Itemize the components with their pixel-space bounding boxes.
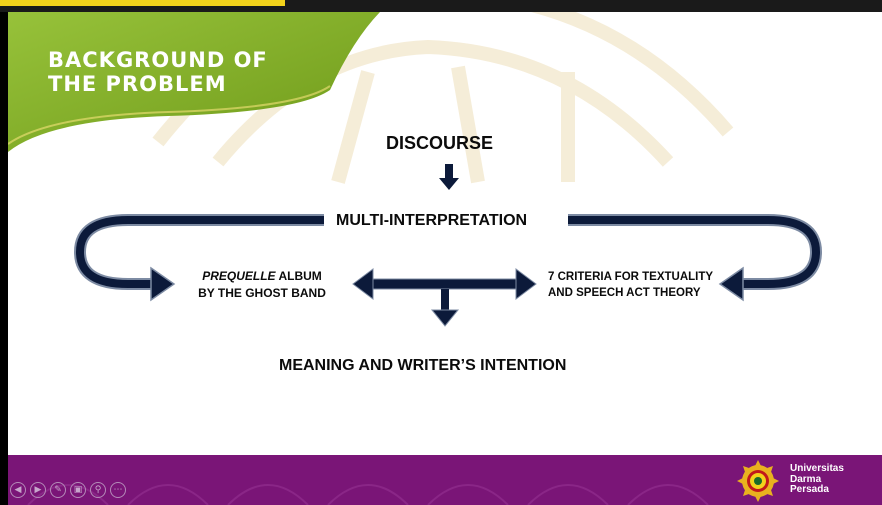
zoom-icon[interactable]: ⚲: [90, 482, 106, 498]
slide-title: BACKGROUND OF THE PROBLEM: [48, 48, 268, 96]
node-prequelle-album: PREQUELLE ALBUM BY THE GHOST BAND: [192, 268, 332, 302]
top-accent-bar: [0, 0, 285, 6]
university-logo-icon: [737, 460, 779, 502]
university-line1: Universitas: [790, 463, 844, 474]
criteria-line2: AND SPEECH ACT THEORY: [548, 287, 701, 299]
pen-icon[interactable]: ✎: [50, 482, 66, 498]
node-discourse: DISCOURSE: [386, 133, 494, 153]
arrow-right-loop: [568, 214, 823, 302]
slides-icon[interactable]: ▣: [70, 482, 86, 498]
slide: BACKGROUND OF THE PROBLEM: [8, 12, 882, 505]
university-name: Universitas Darma Persada: [790, 463, 844, 496]
title-banner: [8, 12, 380, 152]
arrow-meaning-down: [430, 289, 460, 327]
more-icon[interactable]: ⋯: [110, 482, 126, 498]
arrow-discourse-down: [439, 164, 459, 190]
album-band: BY THE GHOST BAND: [198, 286, 326, 300]
arrow-bidirectional: [352, 268, 537, 300]
album-name: PREQUELLE: [202, 269, 276, 283]
previous-icon[interactable]: ◀: [10, 482, 26, 498]
diagram-arrows: [73, 164, 823, 327]
next-icon[interactable]: ▶: [30, 482, 46, 498]
university-line3: Persada: [790, 484, 829, 495]
top-strip: [0, 0, 882, 12]
album-label: ALBUM: [275, 269, 322, 283]
node-multi-interpretation: MULTI-INTERPRETATION: [336, 212, 528, 229]
slideshow-controls: ◀ ▶ ✎ ▣ ⚲ ⋯: [10, 482, 126, 500]
arrow-left-loop: [73, 214, 324, 302]
criteria-line1: 7 CRITERIA FOR TEXTUALITY: [548, 271, 714, 283]
node-meaning: MEANING AND WRITER’S INTENTION: [279, 357, 567, 374]
node-criteria: 7 CRITERIA FOR TEXTUALITY AND SPEECH ACT…: [548, 269, 713, 301]
university-line2: Darma: [790, 473, 822, 485]
footer-bar: [8, 455, 882, 505]
